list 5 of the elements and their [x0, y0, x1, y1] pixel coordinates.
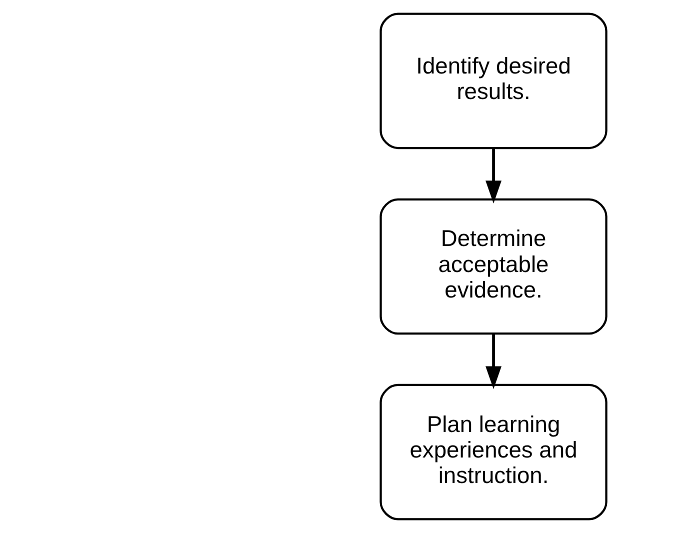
arrow [485, 148, 502, 204]
node-box: Determine acceptable evidence. [379, 198, 607, 335]
node-box: Plan learning experiences and instruction. [379, 384, 607, 520]
node-box: Identify desired results. [379, 12, 607, 150]
arrow [485, 334, 502, 390]
